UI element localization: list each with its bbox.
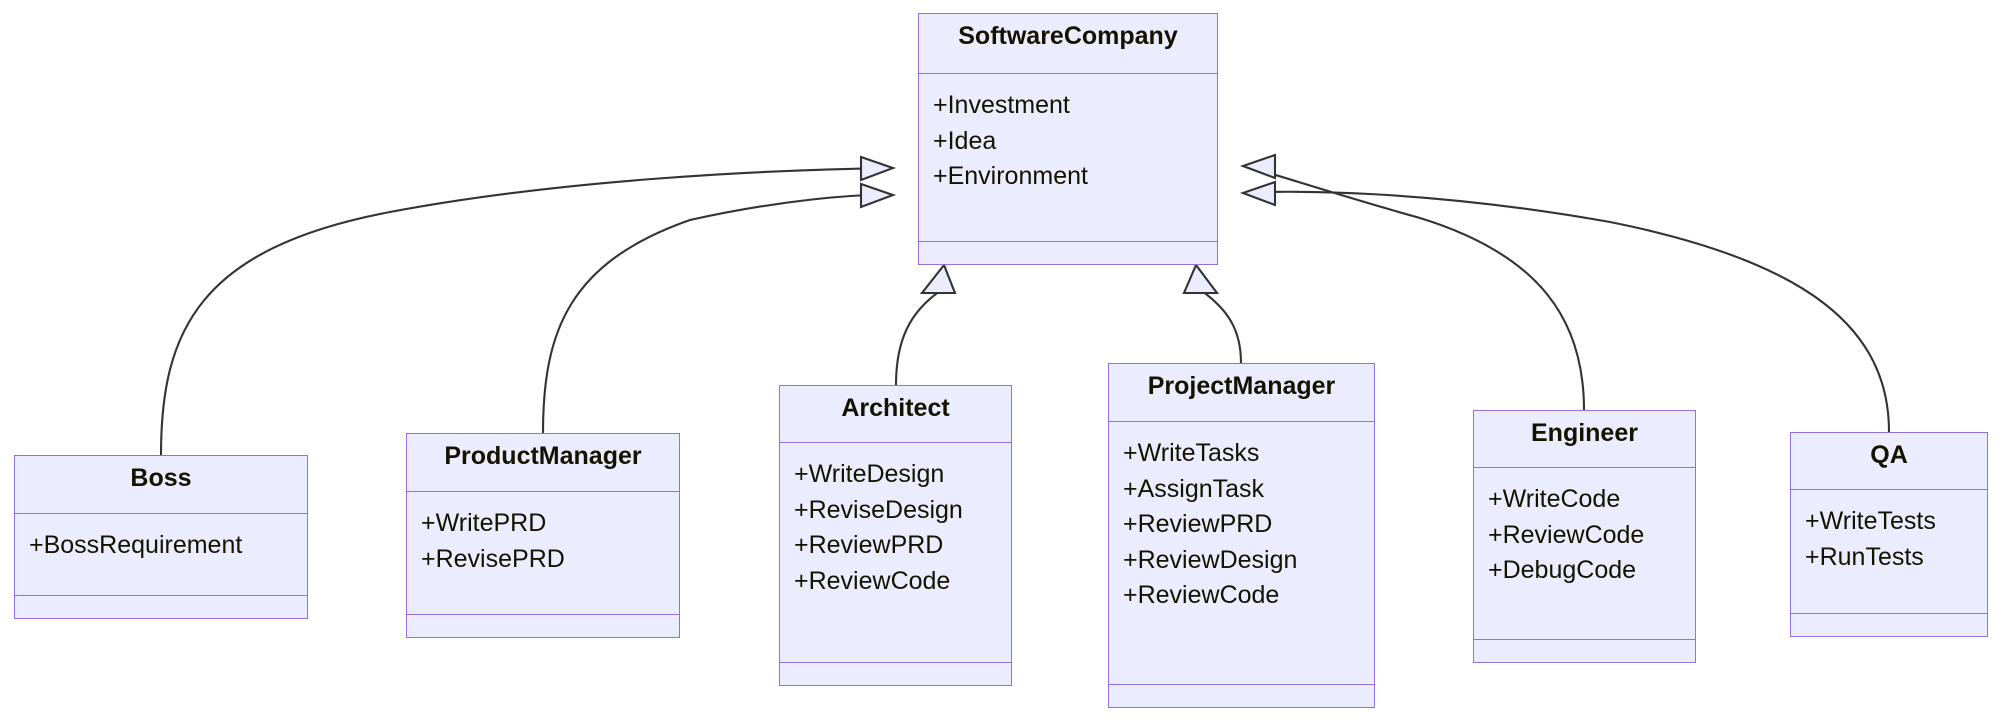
edge-architect-to-company bbox=[894, 262, 957, 386]
class-title-software-company: SoftwareCompany bbox=[919, 14, 1217, 74]
class-title-architect: Architect bbox=[780, 386, 1011, 443]
member-line: +DebugCode bbox=[1488, 556, 1637, 584]
class-members-boss: +BossRequirement bbox=[15, 514, 307, 596]
member-line: +ReviewCode bbox=[1488, 520, 1645, 549]
member-line: +WritePRD bbox=[421, 509, 547, 537]
member-line: +RevisePRD bbox=[421, 544, 565, 573]
class-title-project-manager: ProjectManager bbox=[1109, 364, 1374, 422]
member-line: +WriteCode bbox=[1488, 485, 1621, 513]
class-title-product-manager: ProductManager bbox=[407, 434, 679, 492]
class-box-qa[interactable]: QA +WriteTests +RunTests bbox=[1790, 432, 1988, 637]
member-line: +WriteDesign bbox=[794, 460, 945, 488]
class-box-product-manager[interactable]: ProductManager +WritePRD +RevisePRD bbox=[406, 433, 680, 638]
member-line: +ReviewCode bbox=[1123, 581, 1280, 609]
class-box-boss[interactable]: Boss +BossRequirement bbox=[14, 455, 308, 619]
member-line: +ReviewDesign bbox=[1123, 545, 1298, 574]
class-box-project-manager[interactable]: ProjectManager +WriteTasks +AssignTask +… bbox=[1108, 363, 1375, 708]
class-members-engineer: +WriteCode +ReviewCode +DebugCode bbox=[1474, 468, 1695, 640]
member-line: +WriteTasks bbox=[1123, 439, 1260, 467]
member-line: +AssignTask bbox=[1123, 474, 1265, 503]
class-box-engineer[interactable]: Engineer +WriteCode +ReviewCode +DebugCo… bbox=[1473, 410, 1696, 663]
class-methods-engineer bbox=[1474, 640, 1695, 662]
member-line: +ReviewPRD bbox=[794, 531, 944, 559]
class-methods-software-company bbox=[919, 242, 1217, 264]
class-members-architect: +WriteDesign +ReviseDesign +ReviewPRD +R… bbox=[780, 443, 1011, 663]
member-line: +Environment bbox=[933, 162, 1088, 190]
class-box-software-company[interactable]: SoftwareCompany +Investment +Idea +Envir… bbox=[918, 13, 1218, 265]
class-methods-qa bbox=[1791, 614, 1987, 636]
member-line: +Investment bbox=[933, 91, 1070, 119]
edge-projectmanager-to-company bbox=[1182, 262, 1243, 364]
class-title-boss: Boss bbox=[15, 456, 307, 514]
member-line: +ReviewCode bbox=[794, 566, 951, 595]
class-members-software-company: +Investment +Idea +Environment bbox=[919, 74, 1217, 242]
class-box-architect[interactable]: Architect +WriteDesign +ReviseDesign +Re… bbox=[779, 385, 1012, 686]
class-methods-architect bbox=[780, 663, 1011, 685]
class-methods-project-manager bbox=[1109, 685, 1374, 707]
member-line: +Idea bbox=[933, 126, 997, 155]
member-line: +WriteTests bbox=[1805, 507, 1936, 535]
class-title-engineer: Engineer bbox=[1474, 411, 1695, 468]
class-members-product-manager: +WritePRD +RevisePRD bbox=[407, 492, 679, 615]
member-line: +ReviseDesign bbox=[794, 495, 963, 524]
class-members-project-manager: +WriteTasks +AssignTask +ReviewPRD +Revi… bbox=[1109, 422, 1374, 685]
member-line: +RunTests bbox=[1805, 542, 1924, 571]
class-members-qa: +WriteTests +RunTests bbox=[1791, 490, 1987, 614]
class-methods-product-manager bbox=[407, 615, 679, 637]
member-line: +BossRequirement bbox=[29, 531, 243, 559]
class-methods-boss bbox=[15, 596, 307, 618]
class-title-qa: QA bbox=[1791, 433, 1987, 490]
member-line: +ReviewPRD bbox=[1123, 510, 1273, 538]
